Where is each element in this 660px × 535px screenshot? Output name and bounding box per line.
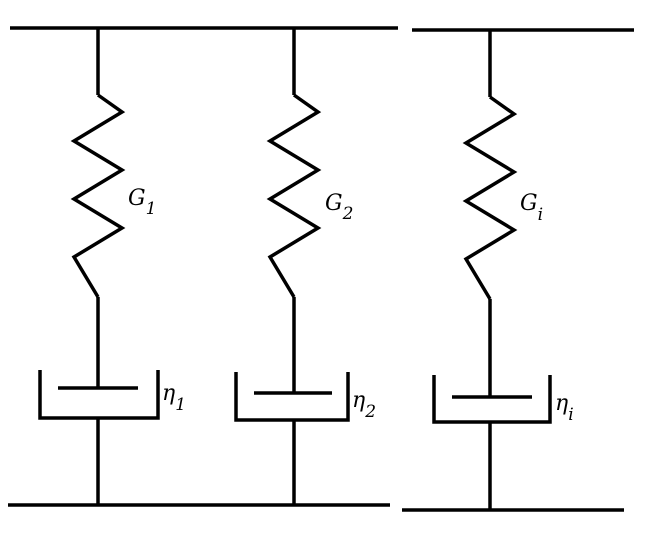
spring-i [462,95,518,300]
dashpot-label-i: ηi [555,391,574,425]
spring-1 [70,93,126,298]
branch-1: G1 η1 [38,28,186,505]
dashpot-housing-i [432,375,552,424]
branch-2: G2 η2 [234,28,376,505]
dashpot-housing-2 [234,372,350,422]
dashpot-label-1: η1 [162,381,186,415]
branch-i: Gi ηi [432,30,574,510]
spring-label-2: G2 [325,191,353,224]
spring-label-i: Gi [520,191,543,225]
spring-2 [266,93,322,298]
spring-label-1: G1 [128,186,156,219]
dashpot-label-2: η2 [352,388,376,422]
